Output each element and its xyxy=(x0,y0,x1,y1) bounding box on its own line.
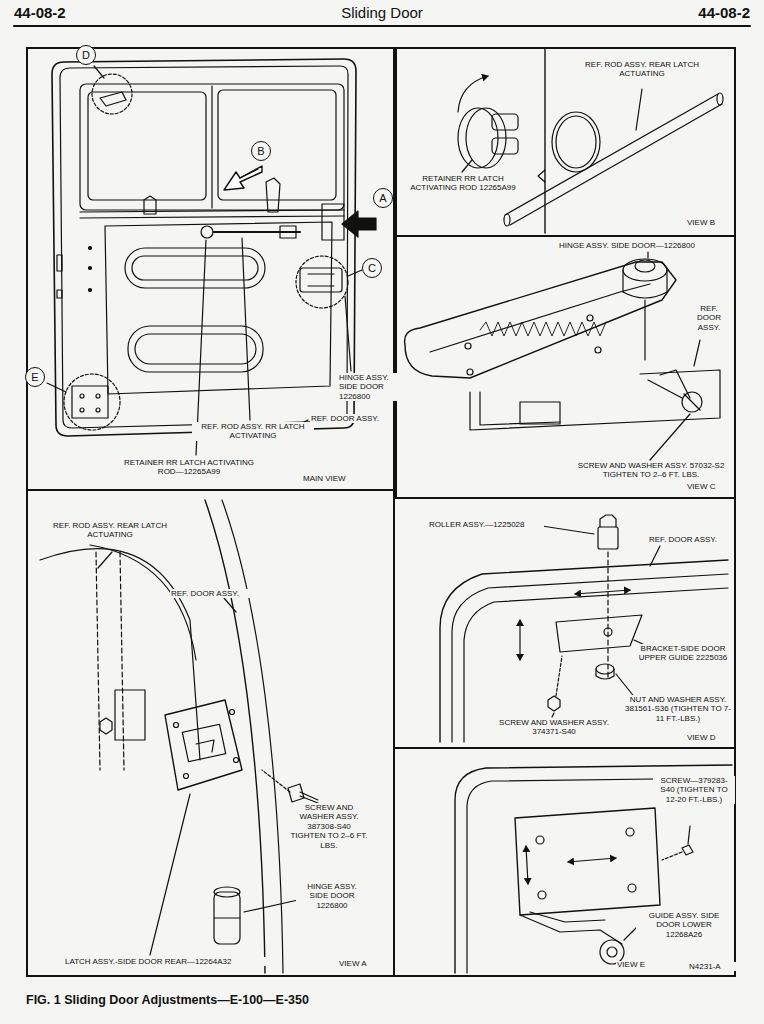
part-label: REF. DOOR ASSY. xyxy=(170,589,272,598)
page-title: Sliding Door xyxy=(282,5,482,22)
page-number: 44-08-2 xyxy=(14,5,104,22)
page-number: 44-08-2 xyxy=(650,5,750,22)
part-label: REF. ROD ASSY. RR LATCH ACTIVATING xyxy=(192,422,314,441)
part-label: REF. ROD ASSY. REAR LATCH ACTUATING xyxy=(584,60,700,79)
figure-caption: FIG. 1 Sliding Door Adjustments—E-100—E-… xyxy=(26,993,726,1008)
view-label: VIEW E xyxy=(616,961,646,970)
view-label: VIEW C xyxy=(686,483,716,492)
callout-letter: A xyxy=(373,188,393,208)
view-label: VIEW B xyxy=(686,219,716,228)
part-label: LATCH ASSY.-SIDE DOOR REAR—12264A32 xyxy=(64,957,276,966)
part-label: REF. ROD ASSY. REAR LATCH ACTUATING xyxy=(50,521,170,540)
part-label: ROLLER ASSY.—1225028 xyxy=(428,520,544,529)
part-label: HINGE ASSY. SIDE DOOR 1226800 xyxy=(296,882,368,910)
view-label: VIEW D xyxy=(686,734,716,743)
part-label: SCREW AND WASHER ASSY. 387308-S40 TIGHTE… xyxy=(288,803,370,850)
view-label: VIEW A xyxy=(338,960,368,969)
part-label: SCREW AND WASHER ASSY. 57032-S2 TIGHTEN … xyxy=(568,461,734,480)
part-label: REF. DOOR ASSY. xyxy=(648,535,732,544)
view-panel: VIEW C xyxy=(395,235,736,499)
part-label: SCREW AND WASHER ASSY. 374371-S40 xyxy=(492,718,616,737)
callout-letter: B xyxy=(251,141,271,161)
part-label: SCREW—379283-S40 (TIGHTEN TO 12-20 FT.-L… xyxy=(653,776,735,804)
part-label: RETAINER RR LATCH ACTIVATING ROD—12265A9… xyxy=(118,458,260,477)
hinge-view-c xyxy=(405,252,720,460)
part-label: REF. DOOR ASSY. xyxy=(688,304,730,332)
part-label: GUIDE ASSY. SIDE DOOR LOWER 12268A26 xyxy=(636,911,732,939)
part-label: N4231-A xyxy=(688,962,736,971)
callout-letter: E xyxy=(25,367,45,387)
part-label: REF. DOOR ASSY. xyxy=(310,414,392,423)
callout-letter: C xyxy=(362,258,382,278)
part-label: RETAINER RR LATCH ACTIVATING ROD 12265A9… xyxy=(408,174,518,193)
view-label: MAIN VIEW xyxy=(302,475,347,484)
latch-rod-view-b xyxy=(458,49,723,233)
part-label: HINGE ASSY. SIDE DOOR—1226800 xyxy=(558,241,730,250)
door-main-view xyxy=(47,59,376,455)
callout-letter: D xyxy=(76,45,96,65)
part-label: NUT AND WASHER ASSY. 381561-S36 (TIGHTEN… xyxy=(622,695,734,723)
part-label: HINGE ASSY. SIDE DOOR 1226800 xyxy=(338,373,402,401)
header-rule xyxy=(14,25,750,27)
part-label: BRACKET-SIDE DOOR UPPER GUIDE 2225036 xyxy=(636,644,730,663)
latch-view-a xyxy=(40,500,318,973)
